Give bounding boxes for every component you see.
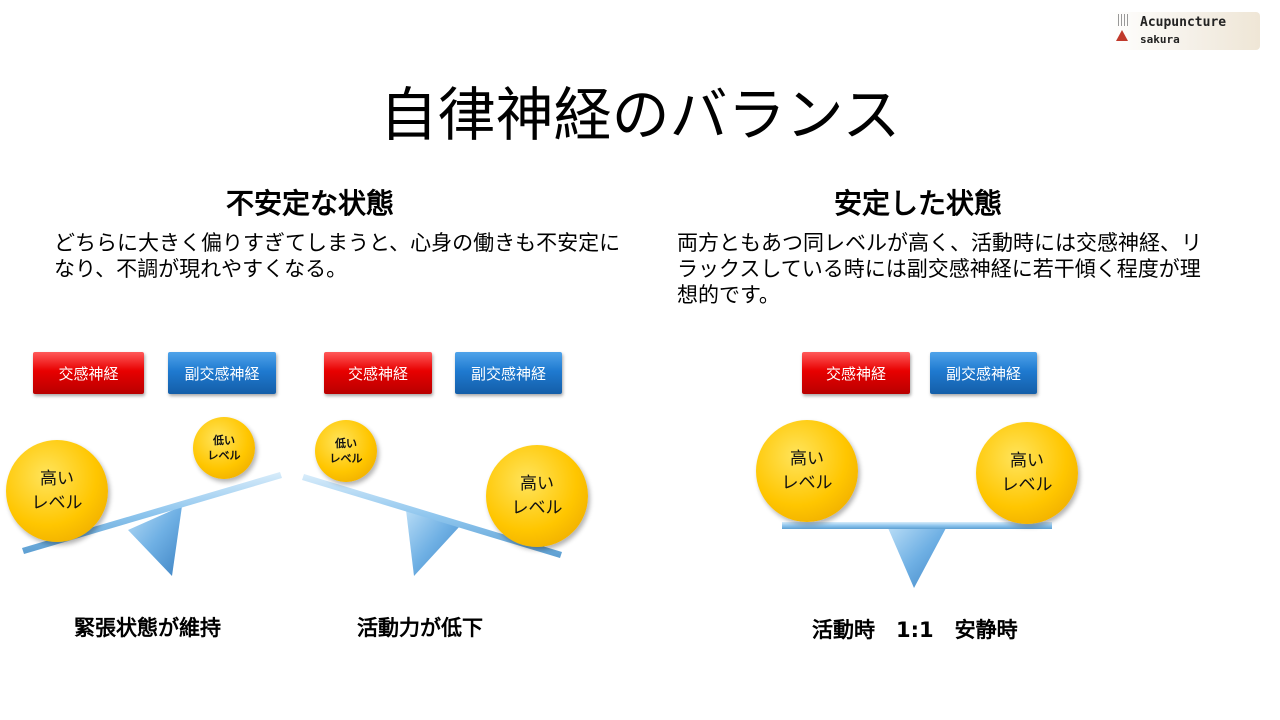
logo-triangle-icon bbox=[1116, 30, 1128, 41]
tag-sympathetic-stable: 交感神経 bbox=[802, 352, 910, 394]
stable-description: 両方ともあつ同レベルが高く、活動時には交感神経、リ ラックスしている時には副交感… bbox=[677, 230, 1267, 308]
ball-high-stable-right: 高いレベル bbox=[976, 422, 1078, 524]
ball-high-middle: 高いレベル bbox=[486, 445, 588, 547]
stable-heading: 安定した状態 bbox=[833, 187, 1002, 220]
ball-text-high: 高い bbox=[790, 449, 824, 469]
stable-desc-line2: ラックスしている時には副交感神経に若干傾く程度が理 bbox=[677, 257, 1201, 281]
ball-text-level: レベル bbox=[31, 493, 83, 513]
tag-parasympathetic-middle: 副交感神経 bbox=[455, 352, 562, 394]
logo-lines-icon bbox=[1118, 14, 1130, 26]
ball-text-low: 低い bbox=[213, 434, 235, 447]
ball-text-level: レベル bbox=[511, 498, 563, 518]
ball-text-level: レベル bbox=[329, 452, 363, 465]
ball-high-stable-left: 高いレベル bbox=[756, 420, 858, 522]
unstable-desc-line1: どちらに大きく偏りすぎてしまうと、心身の働きも不安定に bbox=[54, 231, 621, 255]
stable-desc-line3: 想的です。 bbox=[677, 283, 780, 307]
ball-low-middle: 低いレベル bbox=[315, 420, 377, 482]
unstable-description: どちらに大きく偏りすぎてしまうと、心身の働きも不安定に なり、不調が現れやすくな… bbox=[54, 230, 654, 282]
beam-middle bbox=[302, 474, 562, 558]
caption-left: 緊張状態が維持 bbox=[74, 616, 221, 640]
caption-stable: 活動時 1:1 安静時 bbox=[812, 618, 1018, 642]
unstable-desc-line2: なり、不調が現れやすくなる。 bbox=[54, 257, 348, 281]
tag-sympathetic-middle: 交感神経 bbox=[324, 352, 432, 394]
logo-text-line1: Acupuncture bbox=[1140, 15, 1227, 30]
ball-high-left: 高いレベル bbox=[6, 440, 108, 542]
logo-badge bbox=[1108, 12, 1260, 50]
ball-text-low: 低い bbox=[335, 437, 357, 450]
fulcrum-left bbox=[128, 506, 182, 576]
tag-parasympathetic-stable: 副交感神経 bbox=[930, 352, 1037, 394]
logo-text-line2: sakura bbox=[1140, 33, 1180, 46]
beam-left bbox=[22, 472, 282, 554]
ball-text-level: レベル bbox=[207, 449, 241, 462]
ball-text-level: レベル bbox=[781, 473, 833, 493]
tag-parasympathetic-left: 副交感神経 bbox=[168, 352, 276, 394]
beam-right bbox=[782, 522, 1052, 529]
ball-text-high: 高い bbox=[1010, 451, 1044, 471]
ball-text-high: 高い bbox=[40, 469, 74, 489]
page-title: 自律神経のバランス bbox=[379, 81, 901, 149]
tag-sympathetic-left: 交感神経 bbox=[33, 352, 144, 394]
caption-middle: 活動力が低下 bbox=[357, 616, 483, 640]
fulcrum-middle bbox=[406, 510, 460, 576]
unstable-heading: 不安定な状態 bbox=[225, 187, 394, 220]
ball-low-left: 低いレベル bbox=[193, 417, 255, 479]
stable-desc-line1: 両方ともあつ同レベルが高く、活動時には交感神経、リ bbox=[677, 231, 1202, 255]
fulcrum-right bbox=[888, 528, 946, 588]
ball-text-high: 高い bbox=[520, 474, 554, 494]
ball-text-level: レベル bbox=[1001, 475, 1053, 495]
